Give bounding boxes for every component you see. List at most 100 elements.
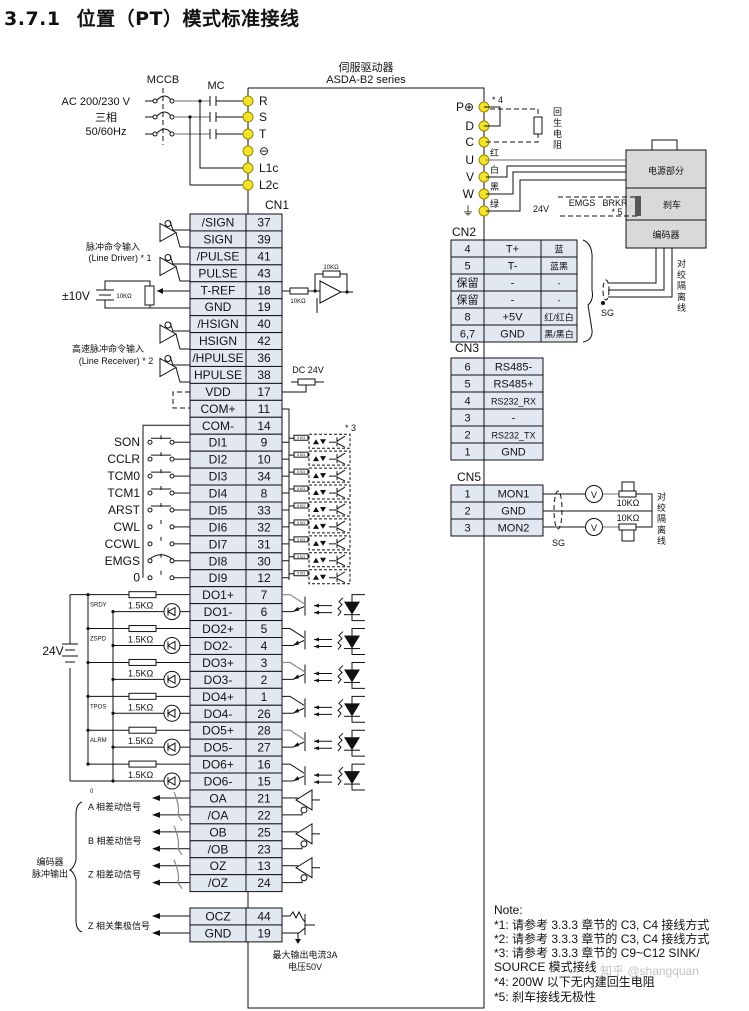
svg-text:10KΩ: 10KΩ [116, 294, 132, 300]
cn2-cell: T+ [506, 244, 519, 256]
watermark: 知乎 @shangquan [600, 964, 699, 978]
encoder-output-arrow [152, 913, 190, 919]
di-function-label: TCM0 [107, 469, 140, 483]
cn1-row: DO4+1 [189, 687, 283, 706]
cn2-cell: 6,7 [460, 329, 475, 341]
encoder-brace [68, 801, 83, 933]
cn1-pin: 17 [257, 385, 271, 399]
wire-color-green: 绿 [490, 198, 499, 209]
cn1-signal: DO5- [204, 741, 233, 755]
svg-text:5 KΩ: 5 KΩ [297, 572, 305, 576]
cn1-pin: 41 [257, 249, 271, 263]
di-switch: CCLR [107, 452, 190, 466]
di-note-ref: * 3 [345, 423, 356, 433]
di-switch: 0 [133, 570, 190, 585]
line-driver-output [282, 822, 320, 850]
cn1-pin: 13 [257, 859, 271, 873]
power-terminal [242, 179, 254, 191]
cn5-cell: 2 [464, 506, 470, 518]
cn5-cell: GND [501, 506, 526, 518]
cn2-cell: - [558, 296, 561, 306]
cn3-row: 4 RS232_RX [450, 391, 544, 410]
di-optocoupler: 5 KΩ [282, 484, 351, 500]
encoder-output-arrow [152, 794, 190, 801]
cn3-cell: RS232_TX [491, 431, 535, 441]
cn1-signal: DO6- [204, 775, 233, 789]
di-function-label: CWL [113, 520, 140, 534]
cn1-signal: COM+ [200, 402, 235, 416]
di-switch: TCM1 [107, 486, 190, 500]
cn5-cell: 1 [464, 489, 470, 501]
cn3-label: CN3 [455, 341, 479, 355]
do-function-label: ALRM [90, 738, 107, 744]
di-switch: CCWL [105, 536, 190, 551]
shield-label-char: 线 [677, 302, 686, 313]
motor-terminal-label: W [463, 187, 475, 201]
cn1-pin: 14 [257, 419, 271, 433]
di-optocoupler: 5 KΩ [282, 535, 351, 551]
power-terminal [242, 145, 254, 157]
cn1-pin: 42 [257, 334, 271, 348]
note-4: *4: 200W 以下无内建回生电阻 [494, 975, 655, 989]
cn1-pin: 19 [257, 300, 271, 314]
cn1-signal: /HSIGN [197, 317, 238, 331]
cn1-pin: 43 [257, 266, 271, 280]
cn1-pin: 28 [257, 724, 271, 738]
di-switch: EMGS [105, 553, 190, 568]
cn1-row: DO5-27 [189, 738, 283, 757]
do-optocoupler [282, 763, 365, 791]
cn2-row: 保留-- [450, 290, 578, 309]
cn1-pin: 26 [257, 707, 271, 721]
ocz-transistor [282, 910, 315, 944]
cn1-row: COM+11 [189, 399, 283, 418]
brake-coil [635, 196, 641, 216]
svg-text:5 KΩ: 5 KΩ [297, 555, 305, 559]
cn1-signal: DI8 [209, 554, 228, 568]
cn2-row: 保留-- [450, 273, 578, 292]
cn3-cell: 6 [464, 362, 470, 374]
cn1-signal: GND [205, 300, 232, 314]
note-3: *3: 请参考 3.3.3 章节的 C9~C12 SINK/ [494, 945, 700, 960]
do-optocoupler [282, 729, 365, 757]
shield-label-char: 绞 [677, 269, 686, 280]
do-resistor-label: 1.5KΩ [128, 770, 154, 780]
svg-text:5 KΩ: 5 KΩ [297, 538, 305, 542]
cn1-pin: 32 [257, 520, 271, 534]
cn1-row: DO6+ 16 [189, 755, 283, 774]
svg-text:10KΩ: 10KΩ [617, 498, 640, 508]
di-switch: ARST [108, 503, 190, 517]
svg-text:5 KΩ: 5 KΩ [297, 470, 305, 474]
opamp-input-resistor: 10KΩ [290, 299, 306, 305]
do-led-icon [163, 637, 181, 654]
cn3-cell: 4 [464, 396, 470, 408]
cn1-signal: DO3+ [202, 656, 234, 670]
di-function-label: 0 [133, 571, 140, 585]
cn1-signal: VDD [205, 385, 231, 399]
power-terminal-label: T [259, 127, 267, 141]
cn1-pin: 8 [261, 487, 268, 501]
cn3-cell: RS232_RX [491, 397, 536, 407]
cn1-signal: HPULSE [194, 368, 242, 382]
cn1-signal: DO6+ [202, 758, 234, 772]
cn1-pin: 16 [257, 758, 271, 772]
cn1-pin: 15 [257, 775, 271, 789]
notes: Note: *1: 请参考 3.3.3 章节的 C3, C4 接线方式 *2: … [494, 903, 709, 1004]
cn1-pin: 23 [257, 842, 271, 856]
shield-label-char: 对 [657, 491, 666, 502]
cn1-signal: DI1 [209, 436, 228, 450]
svg-text:阻: 阻 [553, 140, 562, 150]
cn1-signal: /OZ [208, 876, 228, 890]
cn2-cell: 蓝黑 [550, 261, 568, 272]
cn1-signal: DI9 [209, 571, 228, 585]
cn3-cell: 5 [464, 379, 470, 391]
